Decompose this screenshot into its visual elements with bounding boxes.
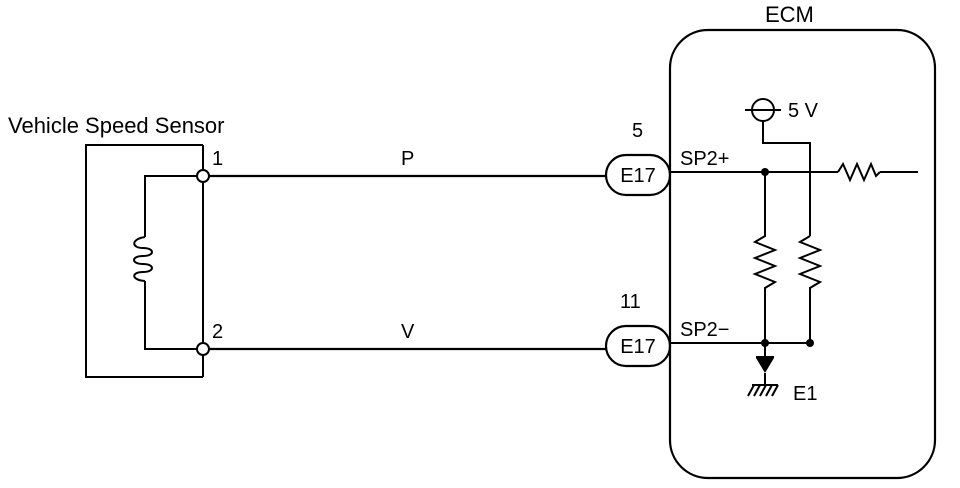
sensor-housing <box>85 144 203 378</box>
diode-icon <box>756 358 774 373</box>
ecm-title: ECM <box>765 2 814 27</box>
junction-dot <box>761 168 769 176</box>
pin-1-label: 1 <box>212 148 223 170</box>
terminal-sp2-minus-label: SP2− <box>680 319 729 341</box>
terminal-sp2-plus-label: SP2+ <box>680 148 729 170</box>
pullup-resistor <box>797 235 823 343</box>
bias-resistor <box>752 172 778 343</box>
connector-lower-pin: 11 <box>620 291 641 313</box>
sensor-inner-wire <box>144 175 203 350</box>
connector-upper-pin: 5 <box>632 120 643 142</box>
sensor-title: Vehicle Speed Sensor <box>8 113 225 138</box>
connector-lower-code: E17 <box>620 336 656 358</box>
ecm-box <box>668 28 937 480</box>
coil-icon <box>133 236 153 282</box>
connector-upper-code: E17 <box>620 165 656 187</box>
wire-upper-color: P <box>401 148 414 170</box>
wire-lower-color: V <box>401 321 415 343</box>
ground-label: E1 <box>793 383 817 405</box>
pin-2-label: 2 <box>212 321 223 343</box>
supply-wire <box>762 121 811 236</box>
terminal-pin-2 <box>196 342 210 356</box>
ground-icon <box>747 384 779 397</box>
supply-label: 5 V <box>788 100 819 122</box>
junction-dot <box>806 339 814 347</box>
series-resistor <box>837 161 881 183</box>
terminal-pin-1 <box>196 169 210 183</box>
